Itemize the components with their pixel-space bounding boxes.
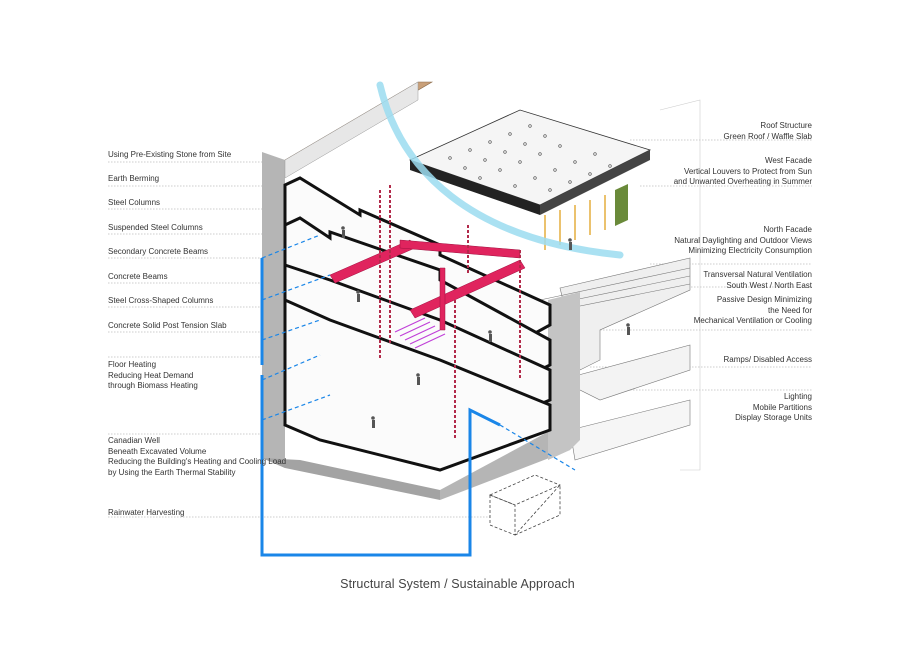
- label-line: Reducing Heat Demand: [108, 370, 194, 380]
- label-line: Lighting: [783, 392, 812, 401]
- label-line: Earth Berming: [108, 174, 160, 183]
- label-line: Rainwater Harvesting: [108, 508, 185, 517]
- figure-caption: Structural System / Sustainable Approach: [340, 577, 575, 591]
- label-line: North Facade: [763, 225, 812, 234]
- label-ramps: Ramps/ Disabled Access: [724, 355, 812, 366]
- green-facade-strip: [615, 184, 628, 226]
- label-passive-design: Passive Design Minimizing the Need for M…: [694, 295, 812, 327]
- label-steel-columns: Steel Columns: [108, 198, 160, 209]
- label-line: Steel Columns: [108, 198, 161, 207]
- rainwater-tank: [488, 474, 562, 536]
- label-lighting: Lighting Mobile Partitions Display Stora…: [735, 392, 812, 424]
- label-roof-structure: Roof Structure Green Roof / Waffle Slab: [724, 121, 813, 142]
- label-line: through Biomass Heating: [108, 381, 198, 390]
- label-line: Concrete Solid Post Tension Slab: [108, 321, 227, 330]
- label-secondary-concrete-beams: Secondary Concrete Beams: [108, 247, 208, 258]
- label-line: by Using the Earth Thermal Stability: [108, 467, 236, 477]
- label-line: Green Roof / Waffle Slab: [723, 131, 813, 141]
- label-line: Concrete Beams: [108, 272, 168, 281]
- label-line: Vertical Louvers to Protect from Sun: [683, 166, 812, 176]
- label-line: Transversal Natural Ventilation: [703, 270, 812, 279]
- label-line: Roof Structure: [760, 121, 812, 130]
- label-line: Steel Cross-Shaped Columns: [108, 296, 214, 305]
- label-line: West Facade: [765, 156, 812, 165]
- site-context: [539, 99, 701, 471]
- label-line: Display Storage Units: [735, 413, 812, 422]
- label-line: South West / North East: [726, 280, 812, 290]
- ventilation-flow-arrow: [376, 81, 624, 259]
- label-line: Canadian Well: [108, 436, 160, 445]
- label-suspended-steel-columns: Suspended Steel Columns: [108, 223, 203, 234]
- label-line: Using Pre-Existing Stone from Site: [108, 150, 232, 159]
- label-line: Natural Daylighting and Outdoor Views: [674, 235, 812, 245]
- steel-columns: [379, 185, 521, 440]
- label-line: Secondary Concrete Beams: [108, 247, 209, 256]
- roof-waffle-slab: [408, 109, 652, 215]
- label-west-facade: West Facade Vertical Louvers to Protect …: [674, 156, 812, 188]
- label-line: Floor Heating: [108, 360, 157, 369]
- label-line: Minimizing Electricity Consumption: [688, 246, 812, 255]
- air-intake-dashes: [261, 234, 576, 471]
- canadian-well-pipes: [260, 258, 501, 557]
- label-line: and Unwanted Overheating in Summer: [673, 177, 812, 186]
- label-concrete-beams: Concrete Beams: [108, 272, 168, 283]
- floor-heating-grid: [394, 317, 446, 349]
- label-transversal-ventilation: Transversal Natural Ventilation South We…: [703, 270, 812, 291]
- label-line: Mobile Partitions: [752, 402, 812, 412]
- label-pre-existing-stone: Using Pre-Existing Stone from Site: [108, 150, 231, 161]
- label-line: Passive Design Minimizing: [716, 295, 812, 304]
- label-line: Suspended Steel Columns: [108, 223, 203, 232]
- label-line: Beneath Excavated Volume: [108, 446, 207, 456]
- concrete-beams: [329, 239, 526, 331]
- label-post-tension-slab: Concrete Solid Post Tension Slab: [108, 321, 227, 332]
- floor-slabs: [283, 176, 552, 472]
- label-canadian-well: Canadian Well Beneath Excavated Volume R…: [108, 436, 286, 478]
- label-floor-heating: Floor Heating Reducing Heat Demand throu…: [108, 360, 198, 392]
- label-line: Mechanical Ventilation or Cooling: [693, 316, 812, 325]
- label-line: Ramps/ Disabled Access: [723, 355, 812, 364]
- label-line: the Need for: [767, 305, 812, 315]
- people-figures: [341, 226, 630, 428]
- label-north-facade: North Facade Natural Daylighting and Out…: [674, 225, 812, 257]
- label-earth-berming: Earth Berming: [108, 174, 159, 185]
- label-line: Reducing the Building's Heating and Cool…: [108, 457, 287, 466]
- label-steel-cross-columns: Steel Cross-Shaped Columns: [108, 296, 213, 307]
- label-rainwater-harvesting: Rainwater Harvesting: [108, 508, 184, 519]
